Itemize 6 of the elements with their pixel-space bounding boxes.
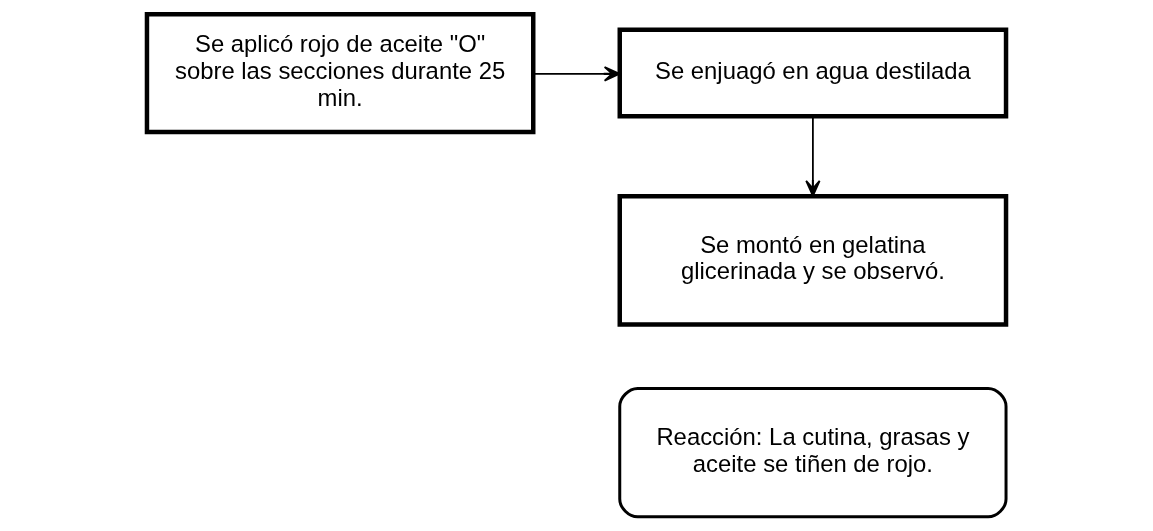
node-box: Reacción: La cutina, grasas y aceite se tiñen de rojo.: [618, 387, 1008, 519]
arrow: [532, 66, 621, 82]
node-box: Se montó en gelatina glicerinada y se observó.: [617, 193, 1009, 327]
arrow: [805, 115, 821, 197]
node-box: Se aplicó rojo de aceite "O" sobre las secciones durante 25 min.: [144, 11, 536, 135]
node-box: Se enjuagó en agua destilada: [617, 27, 1009, 119]
